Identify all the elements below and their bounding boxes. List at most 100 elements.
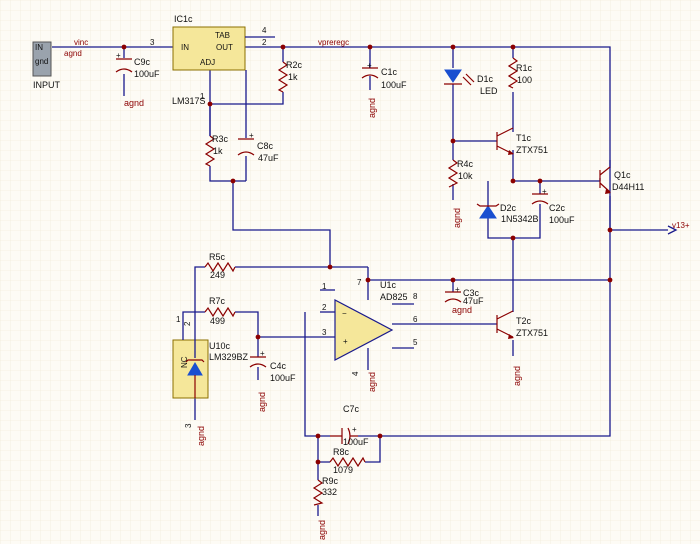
ic1c-in-label: IN xyxy=(181,43,189,52)
u1c-plus-label: + xyxy=(343,337,348,346)
r4c-value: 10k xyxy=(458,171,473,181)
u1c-pin3: 3 xyxy=(322,328,327,337)
svg-text:+: + xyxy=(367,61,372,70)
r4c-gnd-label: agnd xyxy=(452,208,462,228)
c4c-value: 100uF xyxy=(270,373,296,383)
r4c-ref: R4c xyxy=(457,159,474,169)
ic1c-pin3: 3 xyxy=(150,38,155,47)
q1c-ref: Q1c xyxy=(614,170,631,180)
u10c-pin2: 2 xyxy=(183,321,192,326)
capacitor-c9c: + C9c 100uF agnd xyxy=(115,51,160,108)
u1c-pin8: 8 xyxy=(413,292,418,301)
r2c-ref: R2c xyxy=(286,60,303,70)
u10c-pin1: 1 xyxy=(176,315,181,324)
c3c-ref: C3c xyxy=(463,288,480,298)
net-label-v13: v13+ xyxy=(672,221,690,230)
u1c-pin2: 2 xyxy=(322,303,327,312)
capacitor-c3c: + C3c 47uF agnd xyxy=(444,285,484,315)
capacitor-c4c: + C4c 100uF agnd xyxy=(249,349,296,412)
r3c-ref: R3c xyxy=(212,134,229,144)
resistor-r2c: R2c 1k xyxy=(277,60,303,93)
ic1c-adj-label: ADJ xyxy=(200,58,215,67)
resistor-r8c: R8c 1079 xyxy=(329,447,366,475)
c1c-value: 100uF xyxy=(381,80,407,90)
t1c-value: ZTX751 xyxy=(516,145,548,155)
resistor-r1c: R1c 100 xyxy=(507,57,533,89)
resistor-r9c: R9c 332 agnd xyxy=(312,476,339,540)
u1c-pin6: 6 xyxy=(413,315,418,324)
opamp-u1c: − + 1 2 3 7 8 6 5 4 U1c AD825 agnd xyxy=(320,278,418,392)
c3c-gnd-label: agnd xyxy=(452,305,472,315)
r7c-ref: R7c xyxy=(209,296,226,306)
t2c-value: ZTX751 xyxy=(516,328,548,338)
resistor-r7c: R7c 499 xyxy=(204,296,236,326)
ic1c-value: LM317S xyxy=(172,96,206,106)
r8c-value: 1079 xyxy=(333,465,353,475)
u10c-value: LM329BZ xyxy=(209,352,249,362)
resistor-r3c: R3c 1k xyxy=(204,134,229,167)
r9c-ref: R9c xyxy=(322,476,339,486)
svg-text:+: + xyxy=(352,425,357,434)
svg-text:+: + xyxy=(116,51,121,60)
ic1c-ref: IC1c xyxy=(174,14,193,24)
c2c-value: 100uF xyxy=(549,215,575,225)
c8c-value: 47uF xyxy=(258,153,279,163)
connector-pin-in: IN xyxy=(35,43,43,52)
c8c-ref: C8c xyxy=(257,141,274,151)
resistor-r4c: R4c 10k agnd xyxy=(447,159,474,228)
capacitor-c1c: + C1c 100uF agnd xyxy=(361,61,407,118)
c1c-gnd-label: agnd xyxy=(367,98,377,118)
r8c-ref: R8c xyxy=(333,447,350,457)
input-connector: IN gnd INPUT xyxy=(32,41,61,90)
junction-dots xyxy=(121,44,613,465)
u1c-pin4: 4 xyxy=(351,371,360,376)
c9c-ref: C9c xyxy=(134,57,151,67)
net-label-vinc: vinc xyxy=(74,38,88,47)
c7c-value: 100uF xyxy=(343,437,369,447)
u10c-gnd-label: agnd xyxy=(196,426,206,446)
t2c-ref: T2c xyxy=(516,316,532,326)
c9c-gnd-label: agnd xyxy=(124,98,144,108)
reference-u10c: NC 1 2 3 U10c LM329BZ agnd xyxy=(172,315,249,446)
wires xyxy=(52,46,668,516)
q1c-value: D44H11 xyxy=(612,182,644,192)
svg-text:+: + xyxy=(249,131,254,140)
c2c-ref: C2c xyxy=(549,203,566,213)
ic1c-tab-label: TAB xyxy=(215,31,230,40)
c7c-ref: C7c xyxy=(343,404,360,414)
zener-d2c: D2c 1N5342B xyxy=(476,203,539,224)
ic1c-pin4: 4 xyxy=(262,26,267,35)
svg-text:+: + xyxy=(455,285,460,294)
ic1c-out-label: OUT xyxy=(216,43,233,52)
u1c-pin1: 1 xyxy=(322,282,327,291)
resistor-r5c: R5c 249 xyxy=(204,252,236,280)
r9c-gnd-label: agnd xyxy=(317,520,327,540)
connector-pin-gnd: gnd xyxy=(35,57,48,66)
c4c-gnd-label: agnd xyxy=(257,392,267,412)
net-label-vpreregc: vpreregc xyxy=(318,38,349,47)
d1c-value: LED xyxy=(480,86,498,96)
transistor-t2c: T2c ZTX751 agnd xyxy=(496,310,548,386)
ic1c-pin2: 2 xyxy=(262,38,267,47)
regulator-ic1c: IC1c TAB IN OUT ADJ 3 4 2 1 LM317S xyxy=(150,14,267,106)
u10c-nc-label: NC xyxy=(180,356,189,368)
c9c-value: 100uF xyxy=(134,69,160,79)
led-d1c: D1c LED xyxy=(444,69,498,96)
r1c-ref: R1c xyxy=(516,63,533,73)
u1c-gnd-label: agnd xyxy=(367,372,377,392)
r3c-value: 1k xyxy=(213,146,223,156)
ic1c-pin1: 1 xyxy=(200,92,205,101)
t2c-gnd-label: agnd xyxy=(512,366,522,386)
capacitor-c2c: + C2c 100uF xyxy=(531,187,575,225)
d2c-ref: D2c xyxy=(500,203,517,213)
u1c-pin5: 5 xyxy=(413,338,418,347)
transistor-q1c: Q1c D44H11 xyxy=(599,166,644,194)
svg-text:+: + xyxy=(260,349,265,358)
u1c-value: AD825 xyxy=(380,292,408,302)
r2c-value: 1k xyxy=(288,72,298,82)
u1c-minus-label: − xyxy=(342,309,347,318)
r9c-value: 332 xyxy=(322,487,337,497)
c1c-ref: C1c xyxy=(381,67,398,77)
d2c-value: 1N5342B xyxy=(501,214,539,224)
